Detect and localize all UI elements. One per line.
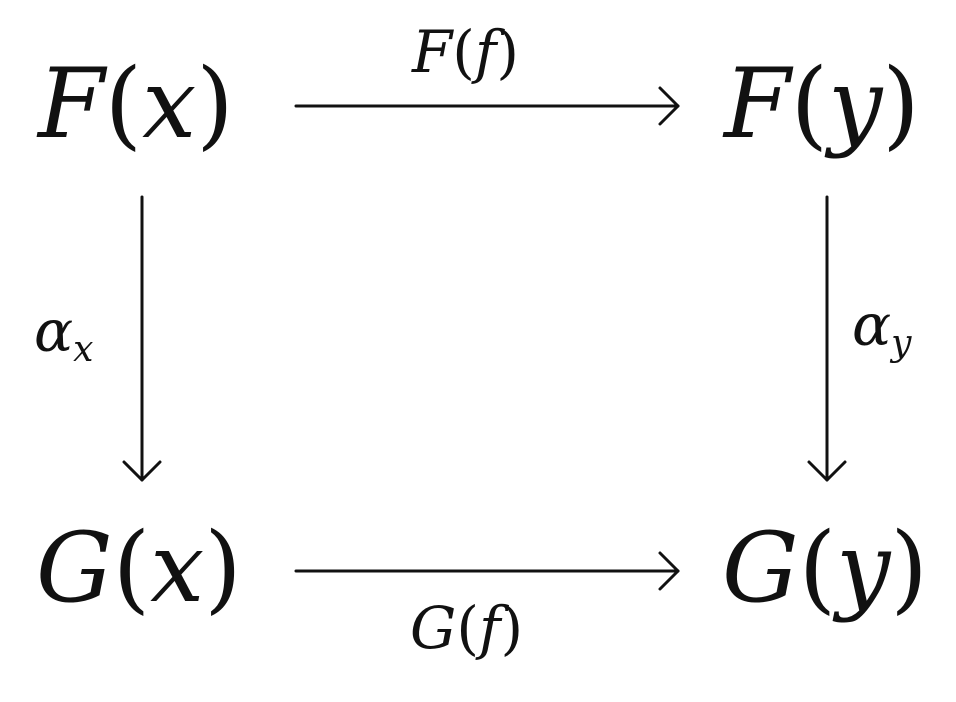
node-bottom-left-functor: G [36, 512, 113, 624]
node-top-left-argument: x [142, 48, 196, 160]
arrow-bottom-label-open-paren: ( [456, 594, 479, 662]
node-bottom-left-open-paren: ( [113, 512, 150, 624]
arrow-bottom [294, 551, 680, 591]
node-top-left-open-paren: ( [105, 48, 142, 160]
arrow-left [122, 195, 162, 482]
arrow-bottom-label: G(f) [410, 594, 523, 662]
node-top-left-close-paren: ) [196, 48, 233, 160]
node-top-right-open-paren: ( [791, 48, 828, 160]
arrow-left-label-subscript: x [73, 329, 93, 370]
arrow-bottom-head-icon [658, 551, 680, 591]
arrow-top-head-icon [658, 86, 680, 126]
node-bottom-right-functor: G [722, 512, 799, 624]
node-bottom-right-close-paren: ) [890, 512, 927, 624]
arrow-top-label-functor: F [411, 18, 454, 86]
node-top-left-functor: F [36, 48, 108, 160]
arrow-right-label: αy [852, 291, 912, 364]
arrow-top-label-open-paren: ( [452, 18, 475, 86]
node-top-right: F(y) [722, 48, 920, 160]
arrow-top-label-close-paren: ) [496, 18, 519, 86]
arrow-left-head-icon [122, 460, 162, 482]
arrow-bottom-label-functor: G [410, 594, 456, 662]
arrow-left-label-symbol: α [34, 297, 73, 365]
node-top-right-argument: y [824, 48, 884, 160]
node-top-right-close-paren: ) [882, 48, 919, 160]
node-bottom-left-close-paren: ) [204, 512, 241, 624]
arrow-top [294, 86, 680, 126]
node-top-right-functor: F [722, 48, 794, 160]
node-top-left: F(x) [36, 48, 234, 160]
arrow-bottom-label-close-paren: ) [500, 594, 523, 662]
node-bottom-left: G(x) [36, 512, 242, 624]
arrow-right [807, 195, 847, 482]
node-bottom-left-argument: x [150, 512, 204, 624]
arrow-top-label: F(f) [411, 18, 519, 86]
arrow-right-label-symbol: α [852, 291, 891, 359]
node-bottom-right-argument: y [832, 512, 892, 624]
arrow-right-head-icon [807, 460, 847, 482]
node-bottom-right: G(y) [722, 512, 928, 624]
node-bottom-right-open-paren: ( [799, 512, 836, 624]
arrow-right-label-subscript: y [889, 323, 912, 364]
arrow-left-label: αx [34, 297, 93, 370]
